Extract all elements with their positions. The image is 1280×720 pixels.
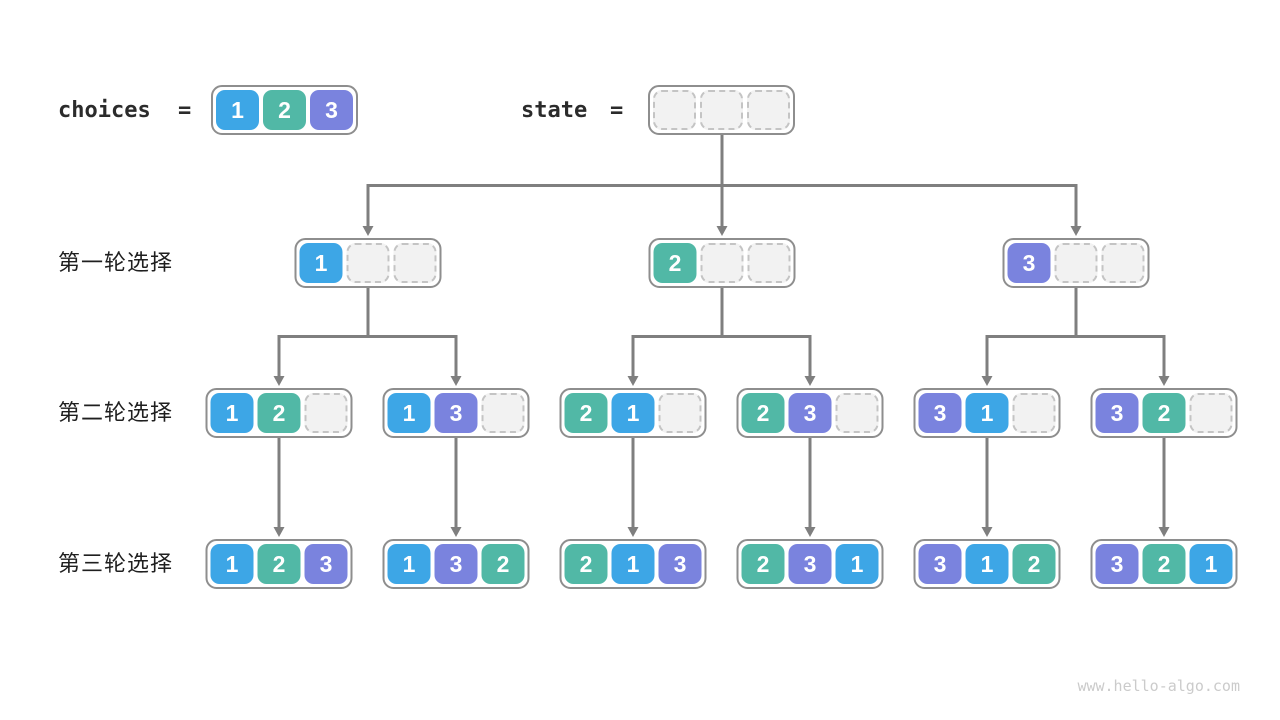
- state-label: state: [521, 98, 588, 123]
- empty-cell: [304, 393, 348, 433]
- watermark: www.hello-algo.com: [1077, 677, 1240, 695]
- value-cell-2: 2: [1012, 544, 1056, 584]
- value-cell-3: 3: [1095, 544, 1139, 584]
- value-cell-3: 3: [1095, 393, 1139, 433]
- value-cell-3: 3: [918, 544, 962, 584]
- tree-node-3xx: 3: [1002, 238, 1150, 288]
- value-cell-2: 2: [564, 544, 608, 584]
- empty-cell: [1012, 393, 1056, 433]
- empty-cell: [1054, 243, 1098, 283]
- value-cell-3: 3: [310, 90, 353, 130]
- value-cell-1: 1: [965, 393, 1009, 433]
- value-cell-2: 2: [263, 90, 306, 130]
- value-cell-3: 3: [434, 393, 478, 433]
- value-cell-1: 1: [835, 544, 879, 584]
- state-equals-sign: =: [610, 98, 624, 123]
- empty-cell: [658, 393, 702, 433]
- value-cell-1: 1: [387, 393, 431, 433]
- empty-cell: [700, 243, 744, 283]
- value-cell-3: 3: [918, 393, 962, 433]
- row-label-round-2: 第二轮选择: [58, 400, 174, 425]
- value-cell-1: 1: [1189, 544, 1233, 584]
- value-cell-3: 3: [434, 544, 478, 584]
- value-cell-3: 3: [788, 393, 832, 433]
- value-cell-3: 3: [1007, 243, 1051, 283]
- value-cell-2: 2: [741, 544, 785, 584]
- value-cell-3: 3: [304, 544, 348, 584]
- value-cell-1: 1: [210, 544, 254, 584]
- value-cell-1: 1: [611, 544, 655, 584]
- row-label-round-3: 第三轮选择: [58, 551, 174, 576]
- value-cell-2: 2: [741, 393, 785, 433]
- value-cell-2: 2: [257, 393, 301, 433]
- value-cell-1: 1: [299, 243, 343, 283]
- choices-equals-sign: =: [178, 98, 192, 123]
- empty-cell: [653, 90, 696, 130]
- row-label-round-1: 第一轮选择: [58, 250, 174, 275]
- empty-cell: [747, 90, 790, 130]
- empty-cell: [393, 243, 437, 283]
- empty-cell: [835, 393, 879, 433]
- empty-cell: [1189, 393, 1233, 433]
- value-cell-1: 1: [387, 544, 431, 584]
- empty-cell: [700, 90, 743, 130]
- state-box: [648, 85, 795, 135]
- empty-cell: [747, 243, 791, 283]
- value-cell-2: 2: [257, 544, 301, 584]
- empty-cell: [1101, 243, 1145, 283]
- value-cell-2: 2: [1142, 393, 1186, 433]
- value-cell-3: 3: [658, 544, 702, 584]
- value-cell-3: 3: [788, 544, 832, 584]
- value-cell-1: 1: [210, 393, 254, 433]
- value-cell-1: 1: [965, 544, 1009, 584]
- empty-cell: [346, 243, 390, 283]
- value-cell-2: 2: [481, 544, 525, 584]
- value-cell-1: 1: [611, 393, 655, 433]
- value-cell-2: 2: [653, 243, 697, 283]
- tree-node-2xx: 2: [648, 238, 796, 288]
- value-cell-2: 2: [1142, 544, 1186, 584]
- value-cell-2: 2: [564, 393, 608, 433]
- value-cell-1: 1: [216, 90, 259, 130]
- choices-label: choices: [58, 98, 151, 123]
- empty-cell: [481, 393, 525, 433]
- tree-node-1xx: 1: [294, 238, 442, 288]
